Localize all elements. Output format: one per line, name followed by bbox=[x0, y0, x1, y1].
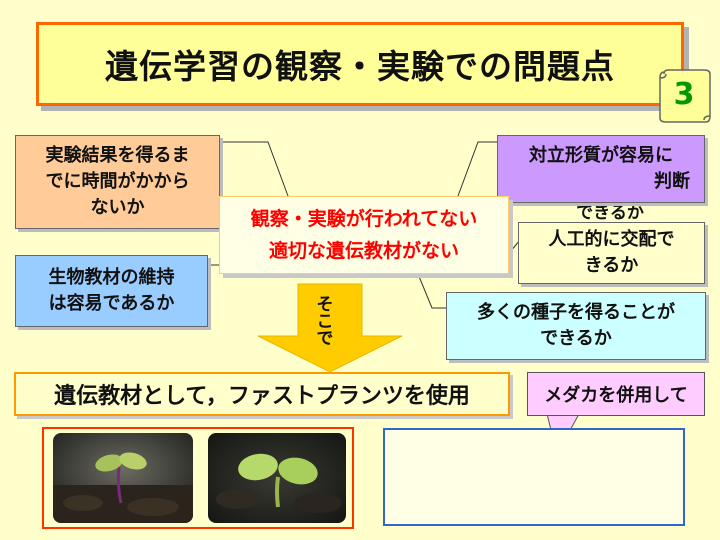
seedling-photo bbox=[53, 433, 193, 523]
issue-line: 生物教材の維持 bbox=[48, 267, 175, 288]
hidden-text: できるか bbox=[576, 203, 644, 223]
issue-line: でに時間がかから bbox=[45, 171, 190, 192]
issue-box-traits: 対立形質が容易に 判断 bbox=[497, 135, 705, 203]
central-line-1: 観察・実験が行われてない bbox=[250, 208, 478, 230]
slide-number: 3 bbox=[673, 76, 695, 112]
seedling-photo bbox=[208, 433, 346, 523]
issue-line: できるか bbox=[540, 328, 612, 349]
central-problem: 観察・実験が行われてない 適切な遺伝教材がない bbox=[219, 196, 509, 274]
down-arrow-icon bbox=[257, 283, 403, 373]
issue-line: 多くの種子を得ることが bbox=[477, 302, 675, 323]
issue-line: きるか bbox=[584, 255, 639, 276]
issue-line: は容易であるか bbox=[48, 293, 175, 314]
scroll-icon bbox=[659, 69, 711, 123]
issue-line: 判断 bbox=[654, 171, 690, 192]
central-line-2: 適切な遺伝教材がない bbox=[268, 240, 459, 262]
issue-line: 実験結果を得るま bbox=[45, 145, 190, 166]
issue-box-crossing: 人工的に交配で きるか bbox=[518, 222, 705, 284]
issue-line: 人工的に交配で bbox=[548, 229, 675, 250]
medaka-callout: メダカを併用して bbox=[527, 372, 705, 416]
page-title: 遺伝学習の観察・実験での問題点 bbox=[36, 22, 684, 106]
fast-plants-statement: 遺伝教材として，ファストプランツを使用 bbox=[14, 372, 510, 416]
issue-box-maintenance: 生物教材の維持 は容易であるか bbox=[15, 255, 208, 327]
issue-box-seeds: 多くの種子を得ることが できるか bbox=[446, 292, 706, 360]
issue-line: 対立形質が容易に bbox=[529, 145, 673, 166]
arrow-label: そこで bbox=[312, 294, 333, 346]
issue-box-time: 実験結果を得るま でに時間がかから ないか bbox=[15, 135, 220, 229]
issue-line: ないか bbox=[90, 197, 145, 218]
empty-photo-frame bbox=[383, 428, 685, 526]
